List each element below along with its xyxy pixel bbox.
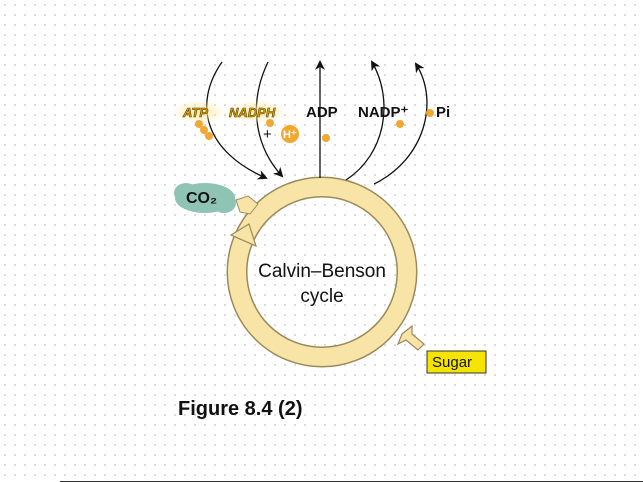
co2-molecule: CO₂ [174, 183, 236, 213]
pi-label: Pi [436, 104, 450, 121]
nadp-dot [396, 120, 404, 128]
atp-phosphate-dot [205, 132, 213, 140]
atp-phosphate-dot [200, 126, 208, 134]
nadp-label: NADP⁺ [358, 104, 409, 121]
atp-label-group: ATP [172, 100, 226, 140]
cycle-ring [226, 176, 418, 368]
adp-phosphate-dot [322, 134, 330, 142]
cycle-label: Calvin–Benson cycle [258, 261, 386, 307]
cycle-label-line1: Calvin–Benson [258, 261, 386, 282]
co2-entry-arrow [235, 195, 259, 215]
cycle-label-line2: cycle [300, 286, 343, 307]
nadph-label: NADPH [229, 105, 276, 120]
output-arrows [315, 60, 428, 185]
plus-sign: + [263, 126, 272, 143]
sugar-label: Sugar [432, 354, 472, 371]
nadph-dot [266, 119, 274, 127]
co2-label: CO₂ [186, 190, 217, 207]
input-arrows [206, 61, 284, 180]
nadph-label-group: NADPH + H⁺ [224, 100, 299, 143]
hplus-label: H⁺ [283, 129, 297, 141]
pi-dot [426, 109, 434, 117]
hplus-ion [281, 125, 299, 143]
adp-label: ADP [306, 104, 338, 121]
atp-label: ATP [182, 105, 208, 120]
figure-caption: Figure 8.4 (2) [178, 398, 303, 420]
sugar-exit-arrow [396, 324, 425, 351]
sugar-box: Sugar [426, 350, 487, 374]
output-labels: ADP NADP⁺ Pi [306, 104, 450, 142]
atp-phosphate-dot [195, 120, 203, 128]
cycle-direction-arrowhead [229, 223, 257, 248]
